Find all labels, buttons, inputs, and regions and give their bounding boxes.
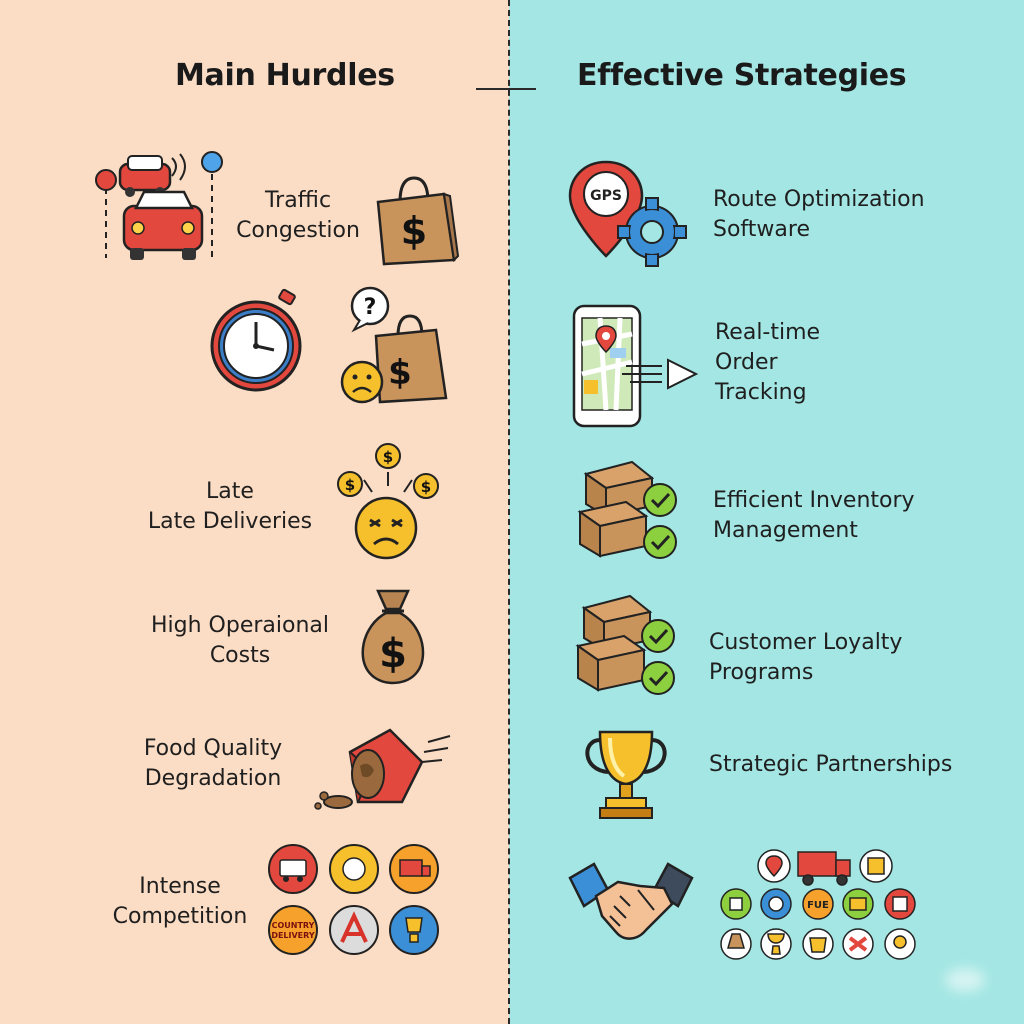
svg-text:GPS: GPS [590, 188, 622, 204]
angry-face-icon: $ $ $ [337, 443, 439, 560]
handshake-icon [568, 862, 694, 940]
svg-text:?: ? [364, 295, 377, 320]
corner-glow [945, 968, 985, 992]
loyalty-boxes-icon [575, 594, 675, 695]
hurdles-heading: Main Hurdles [175, 58, 395, 93]
gps-pin-gear-icon: GPS [568, 160, 687, 267]
strategies-heading: Effective Strategies [577, 58, 907, 93]
center-divider [508, 0, 510, 1024]
competitor-badges-icon: COUNTRY DELIVERY [268, 844, 439, 955]
svg-text:$: $ [379, 631, 407, 677]
partner-icons-cluster: FUE [720, 849, 916, 960]
svg-text:COUNTRY: COUNTRY [272, 921, 315, 930]
svg-text:$: $ [421, 478, 431, 496]
phone-map-icon [572, 304, 699, 428]
money-bag-icon: $ [361, 589, 425, 685]
boxes-check-icon [577, 460, 677, 559]
divider-tick [476, 88, 536, 90]
strategy-label-partnerships: Strategic Partnerships [709, 752, 953, 777]
worried-bag-icon: ? $ [340, 286, 448, 404]
stopwatch-icon [210, 288, 302, 392]
car-traffic-icon [95, 151, 223, 260]
spilled-food-icon [314, 728, 451, 810]
trophy-icon [585, 730, 667, 819]
svg-text:FUE: FUE [807, 900, 829, 911]
svg-text:$: $ [401, 209, 427, 253]
shopping-bag-icon: $ [376, 176, 460, 266]
svg-text:$: $ [345, 476, 355, 494]
svg-text:$: $ [383, 448, 393, 466]
svg-text:$: $ [388, 353, 412, 393]
svg-text:DELIVERY: DELIVERY [271, 931, 315, 940]
